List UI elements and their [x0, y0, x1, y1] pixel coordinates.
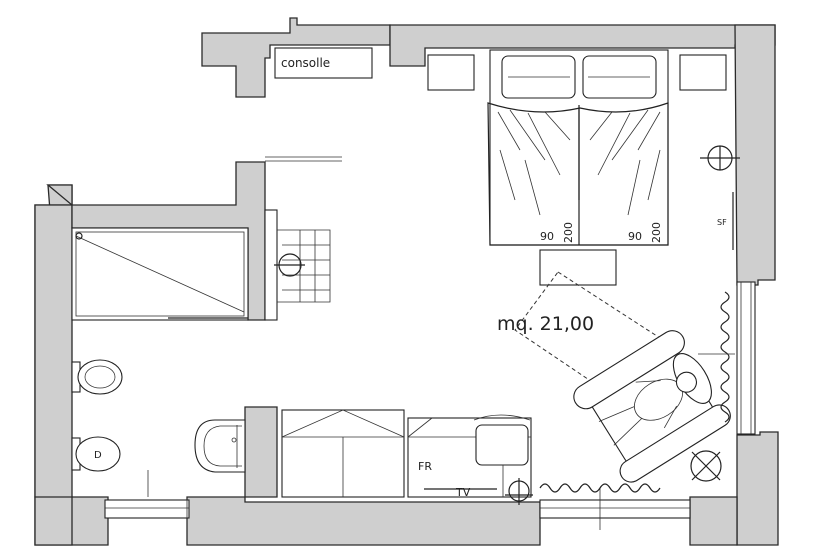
tv-label: TV [455, 486, 471, 499]
switch-label: SF [717, 218, 727, 227]
bed-left-width: 90 [540, 230, 554, 243]
wall-bathroom-divider [244, 406, 278, 498]
room-area-label: mq. 21,00 [497, 313, 594, 335]
bed-left-length: 200 [562, 222, 575, 243]
consolle: consolle [274, 47, 373, 79]
bidet [71, 359, 123, 395]
socket-bottom [505, 478, 533, 505]
openings [104, 156, 756, 530]
nightstand-left [427, 54, 475, 91]
bed-right-length: 200 [650, 222, 663, 243]
switch-right: SF [700, 145, 740, 250]
wall-right-upper [734, 24, 776, 286]
shower [71, 227, 249, 321]
consolle-label: consolle [281, 56, 330, 70]
desk-chair [475, 424, 529, 466]
radiator-bottom [539, 483, 661, 493]
bathroom-door [264, 209, 331, 321]
desk-area: FR TV [407, 414, 532, 499]
wardrobe [281, 409, 405, 498]
wall-left-main [34, 204, 73, 498]
armchair [573, 330, 731, 483]
wall-bottom-right [689, 496, 738, 546]
toilet: D [71, 436, 121, 472]
bed-right-width: 90 [628, 230, 642, 243]
fridge-label: FR [418, 460, 432, 473]
walls [34, 17, 779, 546]
radiator-right [720, 291, 730, 423]
rug-dashed [514, 271, 661, 399]
bed-bench [539, 249, 617, 286]
wall-right-lower [736, 431, 779, 546]
wall-bottom [186, 496, 541, 546]
nightstand-right [679, 54, 727, 91]
double-bed: 90 200 90 200 [487, 49, 669, 246]
svg-text:D: D [94, 450, 102, 461]
sink [194, 419, 246, 473]
window-right [736, 281, 756, 435]
window-bottom-left [104, 499, 190, 519]
window-bottom-right [539, 499, 691, 519]
wall-top-left [201, 17, 391, 98]
ceiling-light-icon [690, 450, 722, 482]
consolle-table [274, 47, 373, 79]
